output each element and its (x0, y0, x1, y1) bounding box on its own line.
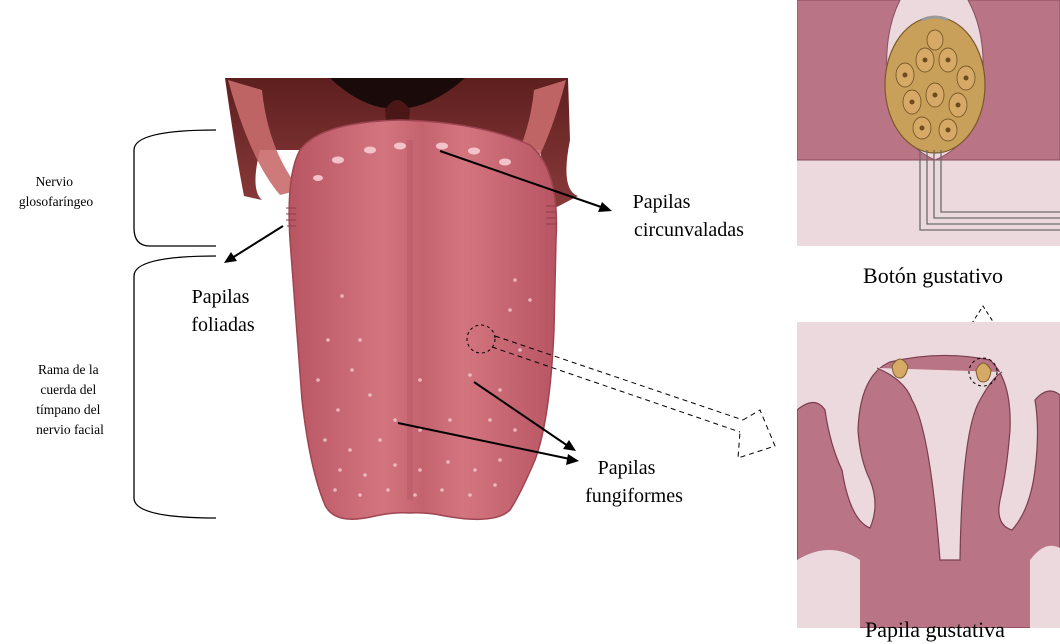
label-papilas-circunvaladas: Papilas circunvaladas (633, 191, 745, 241)
arrow-foliadas (224, 226, 283, 263)
brace-glossopharyngeal (134, 130, 216, 246)
taste-papilla-panel (797, 322, 1060, 628)
label-papila-gustativa: Papila gustativa (865, 617, 1005, 642)
label-nervio-glosofaringeo: Nervio glosofaríngeo (19, 174, 93, 209)
label-papilas-fungiformes: Papilas fungiformes (585, 457, 683, 507)
label-boton-gustativo: Botón gustativo (863, 263, 1003, 288)
taste-bud-panel (797, 0, 1060, 248)
label-rama-cuerda-timpano: Rama de la cuerda del tímpano del nervio… (36, 362, 104, 437)
tongue (286, 120, 556, 519)
label-papilas-foliadas: Papilas foliadas (191, 286, 255, 336)
